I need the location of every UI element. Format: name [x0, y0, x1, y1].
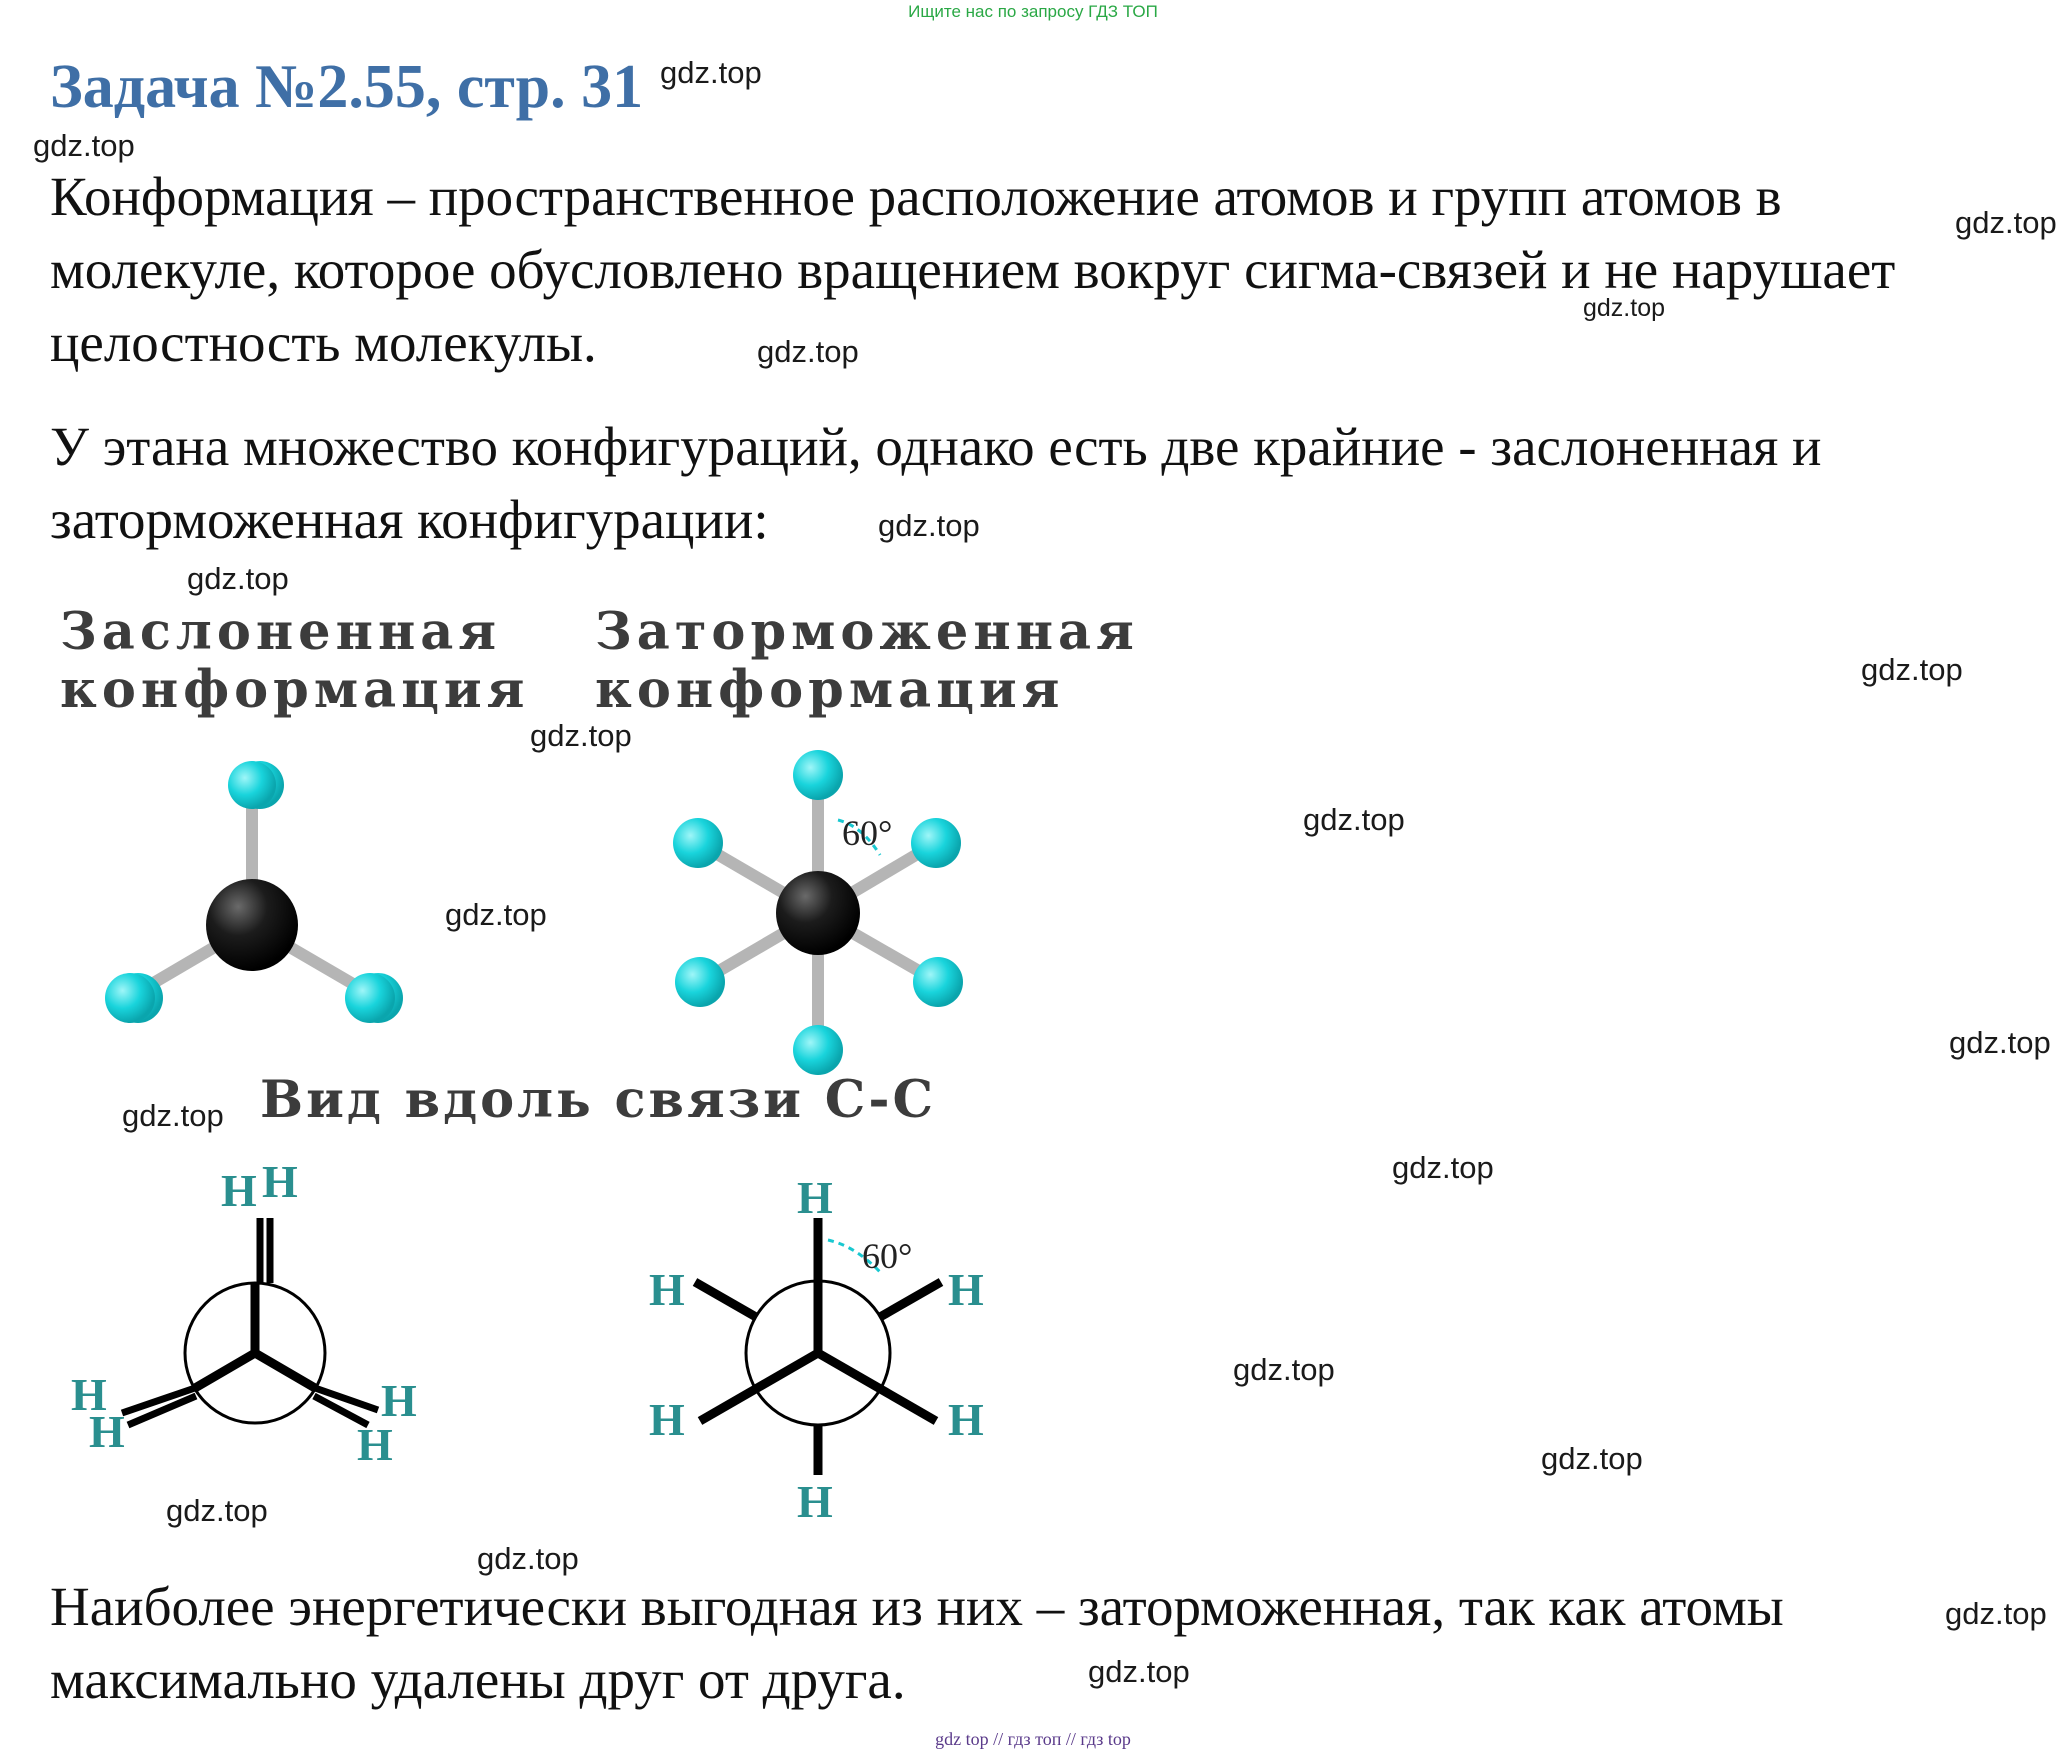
h-label: H	[381, 1375, 417, 1426]
angle-label: 60°	[862, 1236, 912, 1276]
watermark: gdz.top	[660, 55, 762, 90]
h-label: H	[948, 1264, 984, 1315]
watermark: gdz.top	[878, 508, 980, 543]
eclipsed-h-labels: H H H H H H	[71, 1156, 417, 1470]
watermark: gdz.top	[122, 1098, 224, 1133]
angle-label: 60°	[842, 813, 892, 853]
bond	[313, 1384, 380, 1414]
watermark: gdz.top	[1861, 652, 1963, 687]
watermark: gdz.top	[1541, 1441, 1643, 1476]
bond	[877, 1278, 944, 1321]
watermark: gdz.top	[1303, 802, 1405, 837]
watermark: gdz.top	[530, 718, 632, 753]
hydrogen-atom	[105, 973, 155, 1023]
text-line: молекуле, которое обусловлено вращением …	[50, 239, 1896, 300]
bond	[192, 1349, 258, 1392]
search-banner: Ищите нас по запросу ГДЗ ТОП	[908, 2, 1158, 21]
hydrogen-atom	[911, 818, 961, 868]
hydrogen-atom	[345, 973, 395, 1023]
text-line: максимально удалены друг от друга.	[50, 1649, 906, 1710]
h-label: H	[262, 1156, 298, 1207]
watermark: gdz.top	[1233, 1352, 1335, 1387]
watermark: gdz.top	[1088, 1654, 1190, 1689]
watermark: gdz.top	[757, 334, 859, 369]
watermark: gdz.top	[166, 1493, 268, 1528]
view-caption: Вид вдоль связи С-С	[260, 1070, 937, 1130]
watermark: gdz.top	[1949, 1025, 2051, 1060]
hydrogen-atom	[793, 750, 843, 800]
eclipsed-ball-model	[105, 761, 403, 1023]
h-label: H	[797, 1172, 833, 1223]
watermark: gdz.top	[1955, 205, 2057, 240]
eclipsed-newman-projection	[120, 1218, 380, 1429]
watermark: gdz.top	[187, 561, 289, 596]
hydrogen-atom	[913, 957, 963, 1007]
eclipsed-title: Заслоненная конформация	[60, 602, 530, 720]
task-title: Задача №2.55, стр. 31	[50, 53, 644, 121]
watermark: gdz.top	[33, 128, 135, 163]
carbon-atom	[776, 871, 860, 955]
hydrogen-atom	[793, 1025, 843, 1075]
h-label: H	[649, 1394, 685, 1445]
h-label: H	[649, 1264, 685, 1315]
watermark: gdz.top	[1392, 1150, 1494, 1185]
watermark: gdz.top	[477, 1541, 579, 1576]
bond	[697, 1349, 821, 1425]
staggered-newman-projection	[692, 1218, 944, 1475]
watermark: gdz.top	[445, 897, 547, 932]
text-line: Конформация – пространственное расположе…	[50, 166, 1782, 227]
bond	[252, 1349, 318, 1392]
hydrogen-atom	[673, 818, 723, 868]
h-label: H	[357, 1419, 393, 1470]
bond	[815, 1349, 939, 1425]
ethane-paragraph: У этана множество конфигураций, однако е…	[50, 410, 1821, 556]
angle-arc	[837, 818, 882, 856]
bond	[120, 1384, 197, 1417]
staggered-h-labels: H H H H H H	[649, 1172, 984, 1527]
definition-paragraph: Конформация – пространственное расположе…	[50, 160, 1895, 379]
h-label: H	[71, 1369, 107, 1420]
hydrogen-atom	[228, 761, 276, 809]
h-label: H	[948, 1394, 984, 1445]
bond	[126, 1392, 198, 1429]
text-line: Наиболее энергетически выгодная из них –…	[50, 1576, 1784, 1637]
conclusion-paragraph: Наиболее энергетически выгодная из них –…	[50, 1570, 1784, 1716]
hydrogen-atom	[675, 957, 725, 1007]
bond	[312, 1392, 370, 1429]
staggered-title: Заторможенная конформация	[595, 602, 1139, 720]
h-label: H	[797, 1476, 833, 1527]
text-line: целостность молекулы.	[50, 312, 597, 373]
text-line: У этана множество конфигураций, однако е…	[50, 416, 1822, 477]
h-label: H	[221, 1165, 257, 1216]
bond	[692, 1278, 759, 1321]
angle-arc	[827, 1238, 882, 1274]
h-label: H	[89, 1406, 125, 1457]
staggered-ball-model: 60°	[673, 750, 963, 1075]
carbon-atom	[206, 879, 298, 971]
watermark: gdz.top	[1583, 294, 1666, 322]
footer-links: gdz top // гдз топ // гдз top	[935, 1729, 1131, 1749]
watermark: gdz.top	[1945, 1596, 2047, 1631]
text-line: заторможенная конфигурации:	[50, 489, 769, 550]
